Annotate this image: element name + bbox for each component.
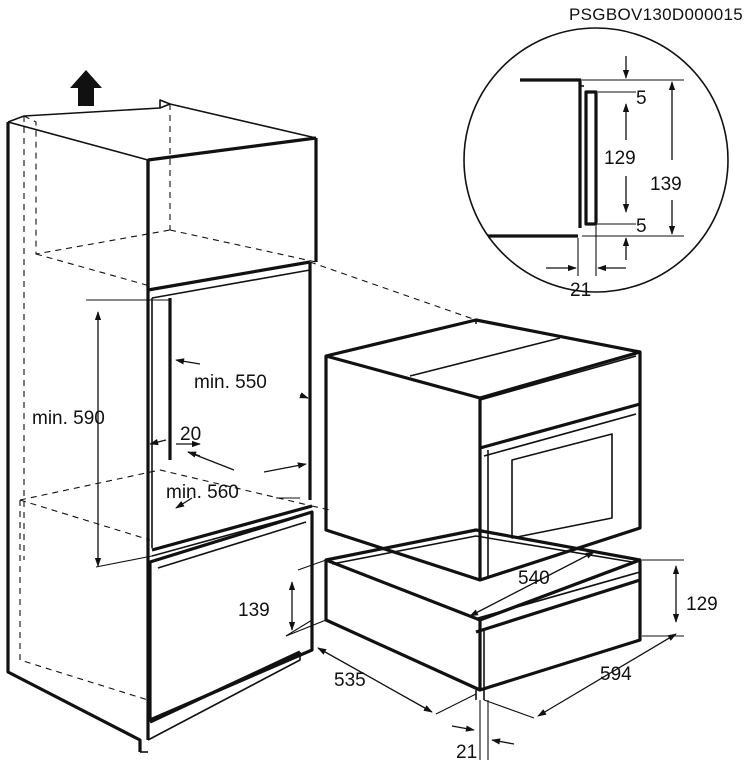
drawer-inner-width-label: 540 xyxy=(518,568,550,589)
detail-top-gap-label: 5 xyxy=(636,88,647,109)
oven-unit xyxy=(324,318,642,582)
cabinet-height-label: min. 590 xyxy=(32,408,105,429)
detail-thickness-label: 21 xyxy=(570,280,591,301)
detail-circle xyxy=(463,27,729,293)
cabinet-width-label: min. 550 xyxy=(194,372,267,393)
detail-bottom-gap-label: 5 xyxy=(636,216,647,237)
detail-total-height-label: 139 xyxy=(650,174,682,195)
drawer-dimensions xyxy=(285,551,684,760)
cabinet-gap-label: 20 xyxy=(180,424,201,445)
drawer-height-label: 129 xyxy=(686,594,718,615)
drawer-depth-label: 535 xyxy=(334,670,366,691)
warming-drawer xyxy=(324,528,642,700)
cabinet-depth-label: min. 560 xyxy=(166,482,239,503)
detail-inner-height-label: 129 xyxy=(604,148,636,169)
tall-cabinet xyxy=(6,99,477,753)
up-arrow-icon xyxy=(70,70,102,106)
drawer-width-label: 594 xyxy=(600,664,632,685)
cabinet-drawer-height-label: 139 xyxy=(238,600,270,621)
cabinet-dimensions xyxy=(86,299,313,637)
document-code: PSGBOV130D000015 xyxy=(569,5,743,24)
drawer-front-thickness-label: 21 xyxy=(456,742,477,763)
